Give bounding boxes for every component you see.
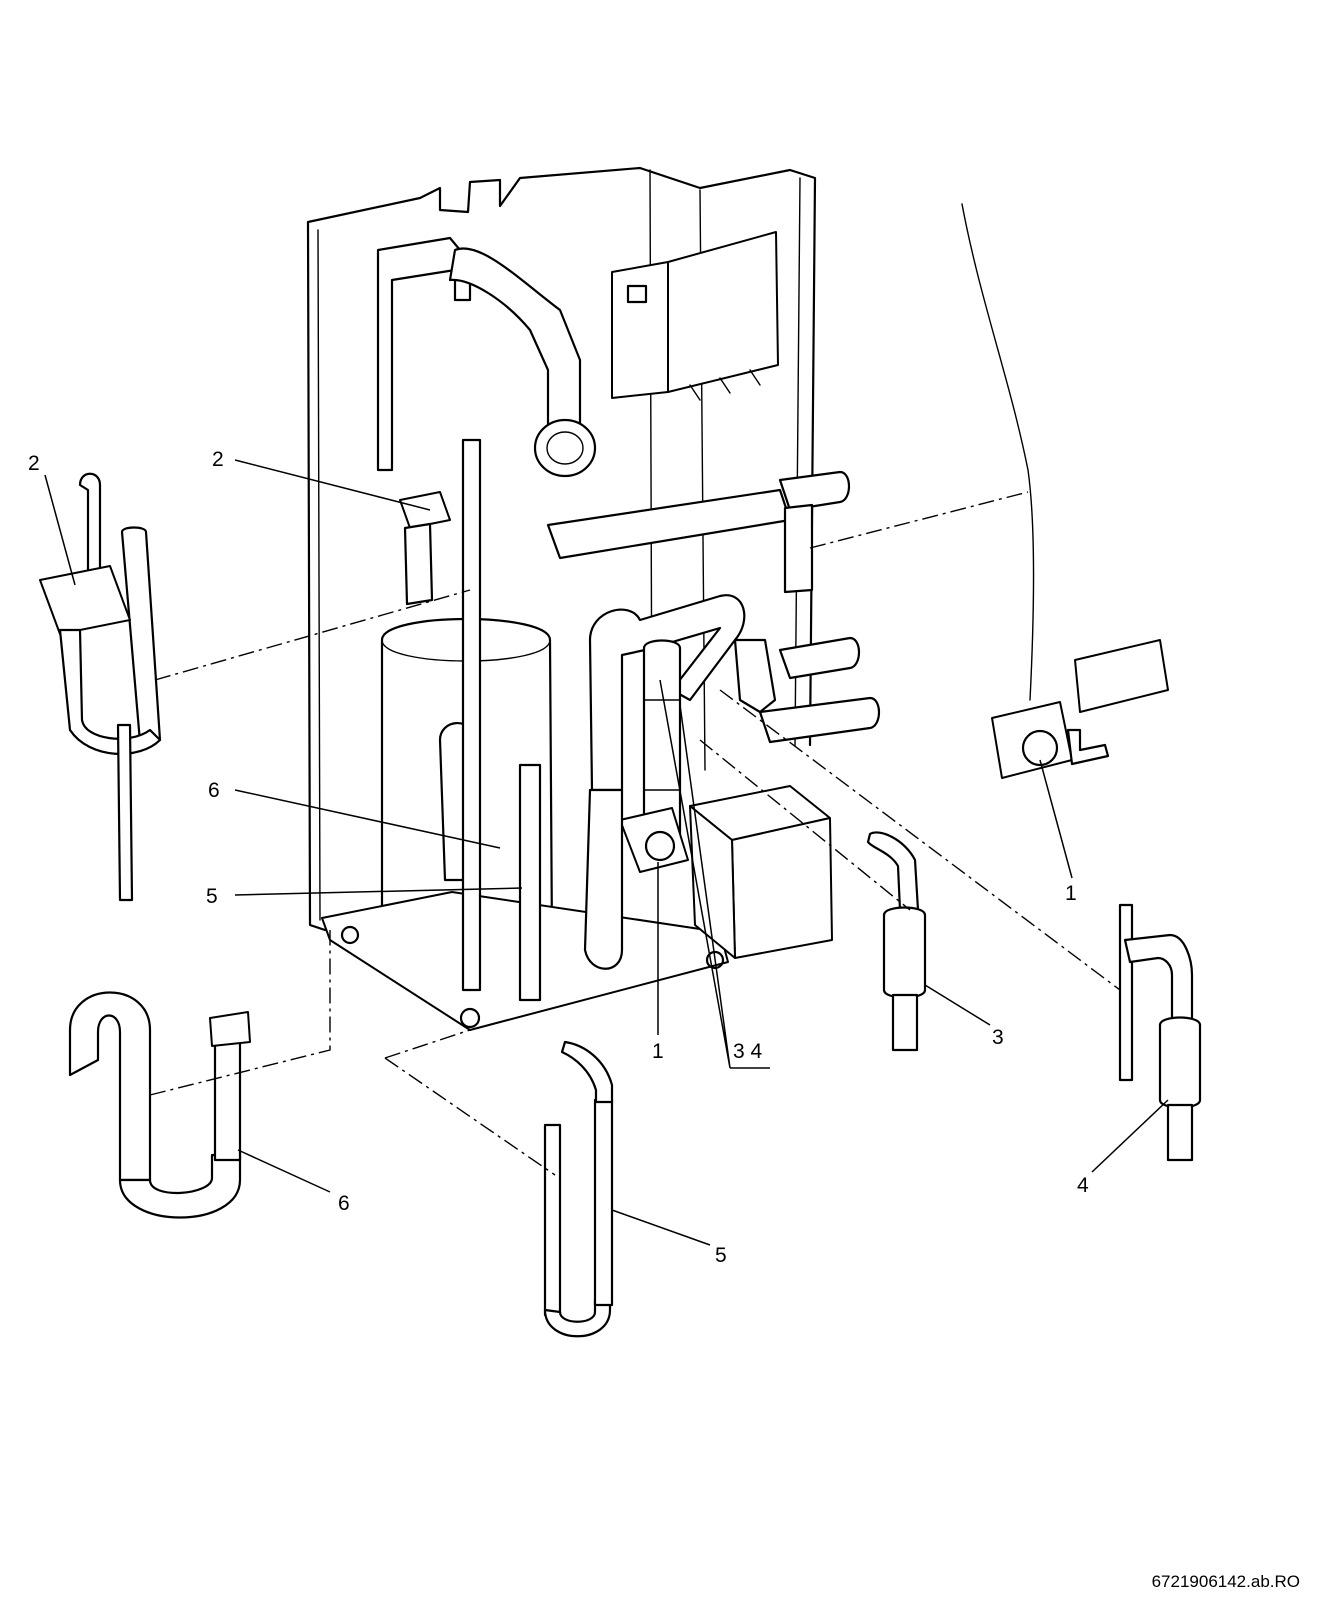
leader-5-main <box>234 887 523 896</box>
callout-4-part: 4 <box>1077 1174 1089 1197</box>
part4-stub <box>1166 1103 1194 1162</box>
leader-3-part <box>924 984 991 1026</box>
part2-lower-pipes <box>58 628 162 756</box>
part2-top-loop <box>78 472 102 582</box>
part5-bottom-bend <box>543 1298 612 1338</box>
callout-labels: 2 2 6 5 1 3 4 3 1 4 6 5 <box>28 448 1089 1267</box>
side-stub-upper <box>778 636 861 680</box>
suction-pipe <box>518 763 542 1002</box>
exploded-part-6-pipe <box>68 991 251 1219</box>
side-stub-lower <box>758 696 881 744</box>
exploded-part-3-filter <box>866 831 927 1052</box>
frame-back-panel <box>306 166 817 932</box>
main-valve-pipe <box>403 522 434 606</box>
electric-box-side <box>689 805 736 959</box>
lower-bend-pipe <box>733 638 777 714</box>
part3-elbow <box>866 831 920 912</box>
exploded-part-5-pipe <box>543 1040 614 1338</box>
frame-inner-edge <box>317 169 801 921</box>
leader-1-part <box>1039 759 1073 879</box>
leader-5-part <box>611 1209 711 1246</box>
callout-3-part: 3 <box>992 1026 1004 1049</box>
left-vertical-pipe <box>461 438 482 992</box>
part2-vertical-tube <box>120 526 162 744</box>
callout-6-part: 6 <box>338 1192 350 1215</box>
part6-right-riser <box>213 1038 242 1162</box>
control-box-top <box>611 261 669 399</box>
callout-1-part: 1 <box>1065 882 1077 905</box>
leader-6-part <box>237 1149 331 1193</box>
base-foot-left <box>340 925 360 945</box>
base-foot-right <box>705 950 725 970</box>
part1-pump-motor <box>1021 729 1059 767</box>
assembly-lines <box>149 491 1121 1176</box>
base-foot-front <box>459 1007 481 1029</box>
part1-sensor-capillary <box>961 203 1035 701</box>
leader-2-left <box>44 474 76 586</box>
exploded-part-2-valve-assembly <box>39 472 162 902</box>
pipe-flange-upper <box>533 418 597 478</box>
part6-hook-bend <box>68 991 152 1182</box>
main-valve-block <box>399 491 451 529</box>
part5-right-tube <box>593 1098 614 1307</box>
leader-4-part <box>1091 1099 1169 1173</box>
leader-2-main <box>234 459 431 511</box>
part4-filter-body <box>1158 1016 1202 1109</box>
document-id: 6721906142.ab.RO <box>1152 1572 1300 1591</box>
control-terminal-symbol <box>626 284 648 304</box>
part1-pump-body <box>991 701 1073 779</box>
leader-6-main <box>234 789 501 849</box>
callout-2-main: 2 <box>212 448 224 471</box>
part5-top-bend <box>560 1040 614 1104</box>
exploded-part-1-pump-assembly <box>961 203 1169 779</box>
control-box-right <box>667 231 779 393</box>
part3-stub <box>891 993 919 1052</box>
leader-34-main <box>659 679 770 1069</box>
part4-side-tube <box>1118 903 1134 1082</box>
callout-34-main: 3 4 <box>733 1040 763 1063</box>
part4-elbow <box>1123 933 1194 1022</box>
leader-lines <box>44 459 1169 1246</box>
part2-valve-body <box>39 565 131 635</box>
callout-5-main: 5 <box>206 885 218 908</box>
part1-bracket <box>1074 639 1169 713</box>
callout-2-left: 2 <box>28 452 40 475</box>
part6-bottom-bend <box>118 1153 242 1219</box>
right-manifold-pipe <box>778 470 851 512</box>
horizontal-return-pipe <box>546 488 792 560</box>
electric-box-front <box>731 817 833 959</box>
part1-outlet-pipe <box>1066 728 1110 766</box>
part2-drop-tube <box>116 723 134 902</box>
center-pump-motor <box>644 830 676 862</box>
part3-filter-body <box>882 906 927 999</box>
part6-connector-block <box>209 1011 251 1047</box>
upper-pipe-bend <box>448 247 582 432</box>
part5-left-tube <box>543 1123 562 1317</box>
right-vertical-pipe <box>783 503 814 594</box>
callout-6-main: 6 <box>208 779 220 802</box>
center-loop-pipe <box>588 594 746 792</box>
exploded-part-4-filter <box>1118 903 1202 1162</box>
callout-1-main: 1 <box>652 1040 664 1063</box>
callout-5-part: 5 <box>715 1244 727 1267</box>
lower-u-pipe <box>583 788 624 970</box>
heat-pump-unit <box>306 166 881 1031</box>
